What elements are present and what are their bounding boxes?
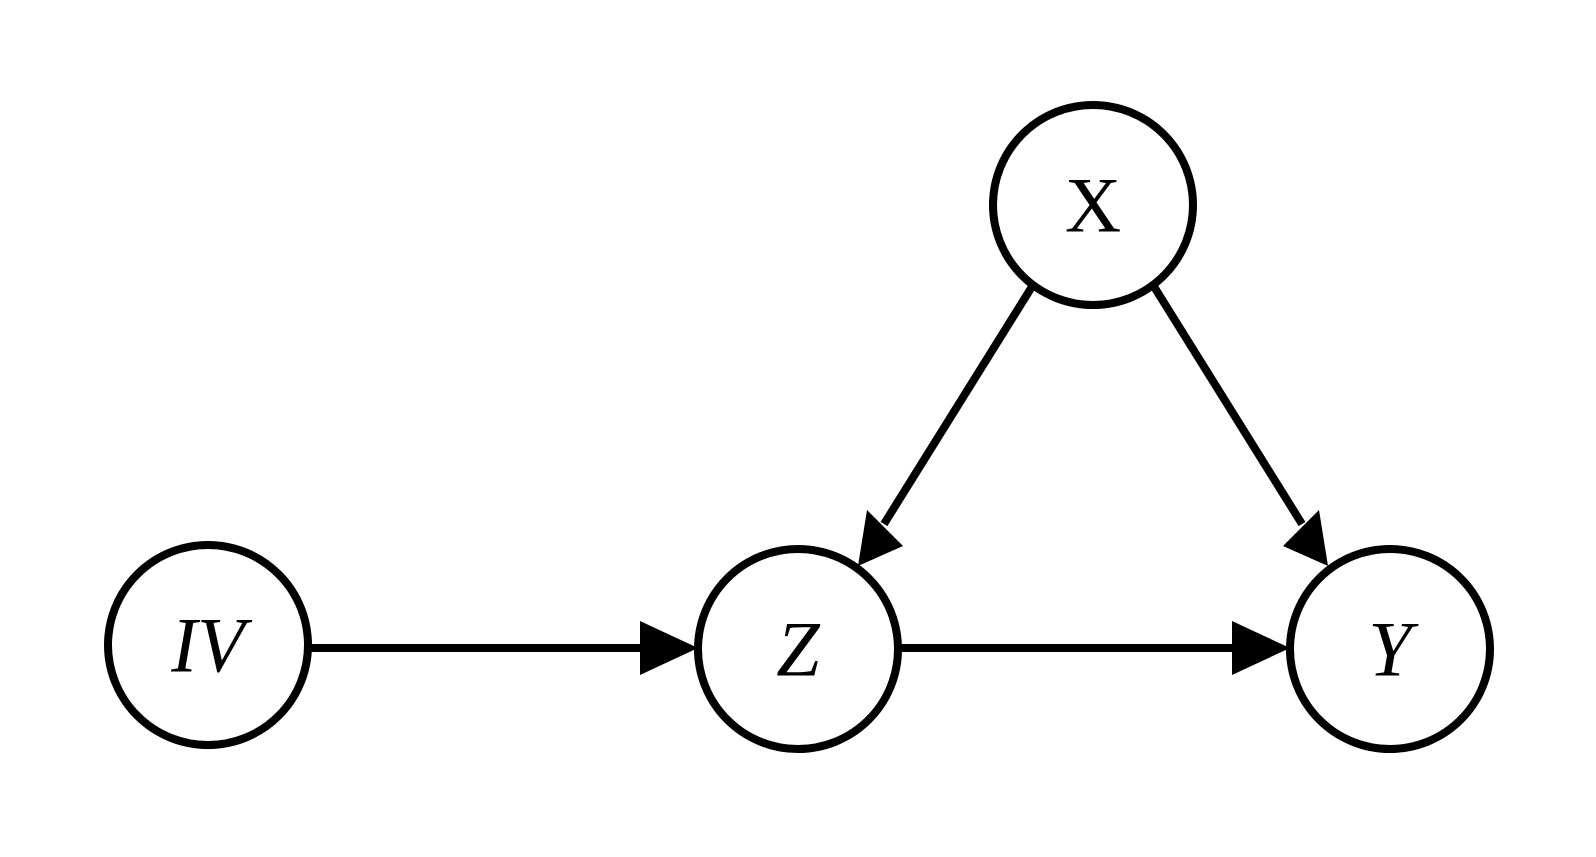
edge-x-to-z (858, 282, 1037, 566)
node-iv-circle[interactable] (104, 541, 312, 749)
node-x-label: X (1065, 162, 1121, 249)
edge-x-to-y-shaft (1149, 282, 1306, 527)
node-z-circle[interactable] (694, 545, 902, 753)
edge-x-to-y-arrowhead (1283, 510, 1328, 566)
node-y[interactable]: Y (1286, 545, 1494, 753)
node-z-label: Z (776, 606, 821, 693)
edge-z-to-y-arrowhead (1232, 621, 1290, 675)
edge-x-to-y (1149, 282, 1328, 566)
node-y-label: Y (1368, 606, 1419, 693)
node-y-circle[interactable] (1286, 545, 1494, 753)
edge-iv-to-z (308, 621, 698, 675)
edge-iv-to-z-arrowhead (640, 621, 698, 675)
edge-x-to-z-shaft (880, 282, 1037, 527)
node-x[interactable]: X (989, 101, 1197, 309)
node-x-circle[interactable] (989, 101, 1197, 309)
node-iv-label: IV (170, 602, 253, 689)
node-iv[interactable]: IV (104, 541, 312, 749)
node-z[interactable]: Z (694, 545, 902, 753)
edge-x-to-z-arrowhead (858, 510, 903, 566)
edge-z-to-y (898, 621, 1290, 675)
